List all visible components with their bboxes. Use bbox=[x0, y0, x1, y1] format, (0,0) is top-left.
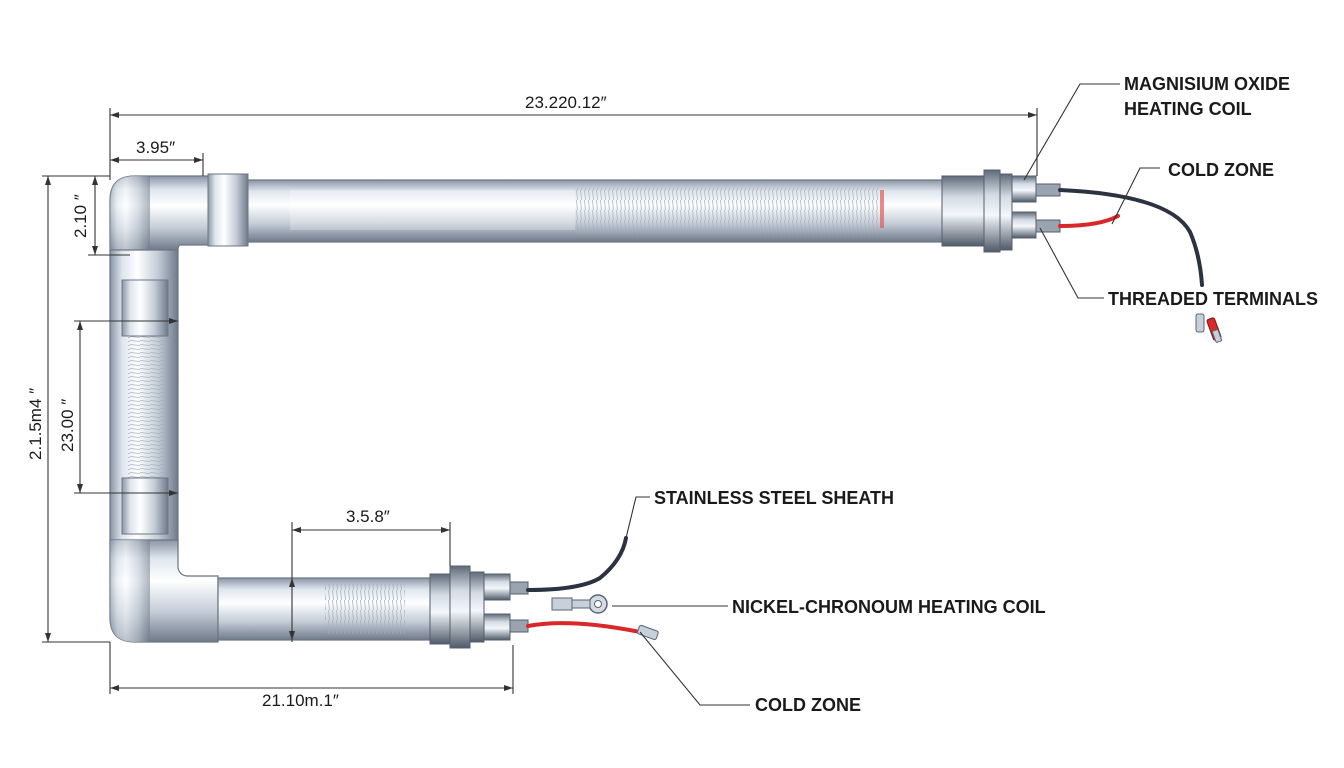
bottom-black-wire bbox=[526, 536, 628, 592]
vertical-coupling-top bbox=[121, 279, 169, 337]
top-black-wire bbox=[1058, 188, 1204, 287]
dim-bottom-coil-length: 3.5.8″ bbox=[346, 507, 390, 526]
top-collar bbox=[207, 173, 249, 247]
dim-tube-diameter: 2.10 ″ bbox=[71, 194, 90, 238]
heater-tube bbox=[109, 169, 1061, 649]
dim-overall-top-length: 23.220.12″ bbox=[525, 93, 607, 112]
wires bbox=[526, 188, 1204, 634]
cold-zone-top-label: COLD ZONE bbox=[1168, 160, 1274, 180]
dim-elbow-width: 3.95″ bbox=[136, 138, 176, 157]
bottom-end-fitting bbox=[429, 565, 529, 649]
cold-zone-bottom-label: COLD ZONE bbox=[755, 695, 861, 715]
dim-bottom-length: 21.10m.1″ bbox=[262, 691, 339, 710]
top-end-fitting bbox=[941, 169, 1061, 253]
bottom-red-wire bbox=[526, 621, 642, 634]
stainless-sheath-label: STAINLESS STEEL SHEATH bbox=[654, 488, 895, 508]
leader-lines bbox=[612, 83, 1160, 706]
dim-overall-height: 2.1.5m4 ″ bbox=[26, 387, 45, 460]
threaded-terminals-label: THREADED TERMINALS bbox=[1108, 289, 1318, 309]
dimension-arrows bbox=[45, 112, 1037, 691]
magnesium-oxide-label-line2: HEATING COIL bbox=[1124, 99, 1252, 119]
dim-straight-section: 23.00 ″ bbox=[58, 398, 77, 452]
top-red-wire bbox=[1058, 214, 1120, 228]
vertical-coupling-bottom bbox=[121, 477, 169, 535]
nichrome-coil-label: NICKEL-CHRONOUM HEATING COIL bbox=[732, 597, 1046, 617]
terminal-lugs bbox=[551, 313, 1223, 641]
magnesium-oxide-label-line1: MAGNISIUM OXIDE bbox=[1124, 74, 1291, 94]
dimension-lines bbox=[42, 108, 1038, 694]
